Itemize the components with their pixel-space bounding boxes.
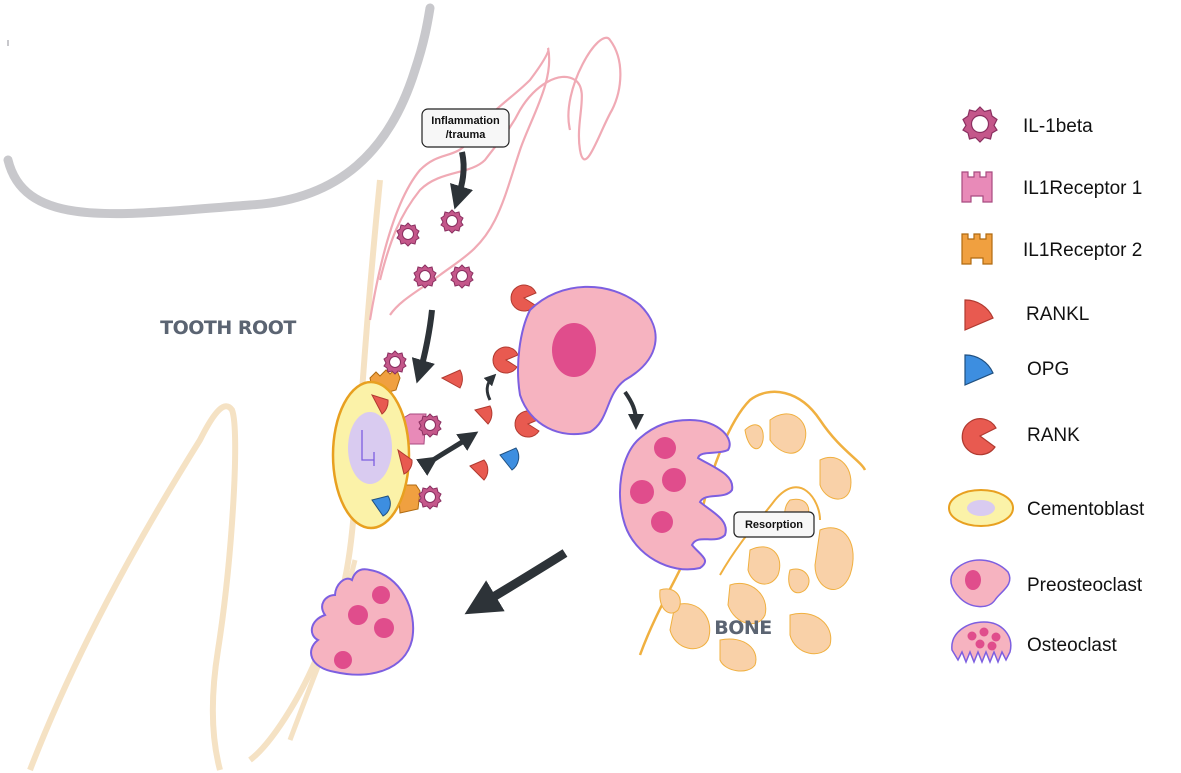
- il1-receptor-2-icon: [961, 233, 993, 265]
- osteoclast-nucleus-4: [651, 511, 673, 533]
- legend-item-rank: RANK: [961, 418, 1080, 456]
- il1beta-free-2: [440, 209, 464, 234]
- bone-trabecula-4: [814, 527, 854, 590]
- il1beta-icon: [962, 106, 998, 143]
- rankl-free-2: [474, 405, 493, 425]
- osteoclast-root-nucleus-1: [372, 586, 390, 604]
- cementoblast-icon-nucleus: [967, 500, 995, 516]
- legend-label-osteoclast: Osteoclast: [1027, 635, 1117, 656]
- bone-trabecula-11: [659, 588, 681, 614]
- il1-receptor-1-icon: [961, 171, 993, 203]
- legend-label-cementoblast: Cementoblast: [1027, 499, 1145, 520]
- osteoclast-icon-nucleus-4: [975, 639, 985, 649]
- rankl-free-1: [440, 369, 463, 389]
- il1beta-free-3: [413, 264, 437, 289]
- osteoclast-icon-nucleus-1: [967, 631, 977, 641]
- legend-label-preosteoclast: Preosteoclast: [1027, 575, 1143, 596]
- bone-trabecula-9: [789, 613, 832, 655]
- cementoblast-nucleus: [348, 412, 392, 484]
- legend-label-il1-receptor-2: IL1Receptor 2: [1023, 240, 1142, 261]
- bone-trabecula-1: [769, 413, 807, 454]
- tooth-root-outline: [248, 179, 383, 763]
- inflammation-label-line1: Inflammation: [431, 115, 500, 127]
- opg-free: [499, 447, 520, 471]
- tooth-root-inner-outline: [27, 403, 239, 772]
- bone-outline: [638, 390, 867, 656]
- legend-item-preosteoclast: Preosteoclast: [950, 559, 1143, 608]
- gingiva-outline-2: [378, 36, 622, 281]
- legend-item-osteoclast: Osteoclast: [951, 621, 1117, 665]
- legend-label-rankl: RANKL: [1026, 304, 1089, 325]
- rank-on-preosteoclast-2: [492, 346, 519, 374]
- legend-item-il1-receptor-2: IL1Receptor 2: [961, 233, 1142, 265]
- bone-outline-2: [719, 486, 821, 576]
- bone-trabecula-2: [819, 456, 852, 500]
- opg-on-cementoblast: [371, 495, 391, 517]
- bone-trabecula-12: [744, 424, 764, 450]
- legend-label-il1beta: IL-1beta: [1023, 116, 1093, 137]
- osteoclast-root-nucleus-2: [348, 605, 368, 625]
- osteoclast-icon-nucleus-5: [987, 641, 997, 651]
- opg-icon: [964, 354, 994, 386]
- legend-item-opg: OPG: [964, 354, 1069, 386]
- osteoclast-nucleus-1: [654, 437, 676, 459]
- arrow-preosteoclast-to-osteoclast: [623, 390, 644, 430]
- bone-trabecula-5: [747, 546, 781, 585]
- legend: IL-1beta IL1Receptor 1 IL1Receptor 2 RAN…: [948, 106, 1145, 665]
- rank-icon: [961, 418, 997, 456]
- preosteoclast-nucleus: [552, 323, 596, 377]
- inflammation-box: [421, 108, 510, 148]
- bone-trabecula-8: [669, 603, 711, 650]
- legend-item-il1beta: IL-1beta: [962, 106, 1093, 143]
- resorption-label: Resorption: [745, 519, 803, 531]
- resorption-box: [733, 511, 815, 538]
- legend-label-rank: RANK: [1027, 425, 1080, 446]
- osteoclast-nucleus-3: [662, 468, 686, 492]
- il1beta-free-1: [396, 222, 420, 247]
- arrow-inflammation-down: [450, 151, 473, 210]
- preosteoclast-icon-nucleus: [965, 570, 981, 590]
- rankl-icon: [964, 299, 994, 331]
- legend-item-il1-receptor-1: IL1Receptor 1: [961, 171, 1142, 203]
- osteoclast-nucleus-2: [630, 480, 654, 504]
- arrow-rankl-up: [483, 373, 497, 401]
- bone-trabecula-7: [727, 583, 767, 625]
- osteoclast-icon-nucleus-3: [991, 632, 1001, 642]
- arrow-to-receptors: [411, 309, 435, 384]
- legend-label-opg: OPG: [1027, 359, 1069, 380]
- osteoclast-on-bone: [619, 418, 734, 571]
- arrow-cementoblast-to-osteoclast: [464, 549, 568, 615]
- arrow-bidirectional: [416, 431, 479, 476]
- bone-trabecula-10: [719, 638, 757, 672]
- il1beta-bound-bottom: [418, 485, 442, 510]
- osteoclast-root-nucleus-4: [334, 651, 352, 669]
- bone-trabecula-6: [788, 568, 810, 594]
- cementoblast-nucleus-marker: [361, 430, 375, 466]
- legend-label-il1-receptor-1: IL1Receptor 1: [1023, 178, 1142, 199]
- tooth-root-label: TOOTH ROOT: [160, 317, 296, 339]
- rankl-free-3: [469, 459, 489, 481]
- il1beta-bound-top: [383, 350, 407, 375]
- rankl-on-cementoblast-1: [370, 394, 389, 415]
- legend-item-cementoblast: Cementoblast: [948, 489, 1145, 527]
- osteoclast-root-nucleus-3: [374, 618, 394, 638]
- osteoclast-icon-nucleus-2: [979, 627, 989, 637]
- il1beta-free-4: [450, 264, 474, 289]
- il1beta-bound-middle: [418, 413, 442, 438]
- tooth-crown-outline: [3, 3, 435, 219]
- legend-item-rankl: RANKL: [964, 299, 1089, 331]
- bone-label: BONE: [714, 617, 772, 639]
- inflammation-label-line2: /trauma: [446, 129, 487, 141]
- rankl-on-cementoblast-2: [397, 448, 413, 475]
